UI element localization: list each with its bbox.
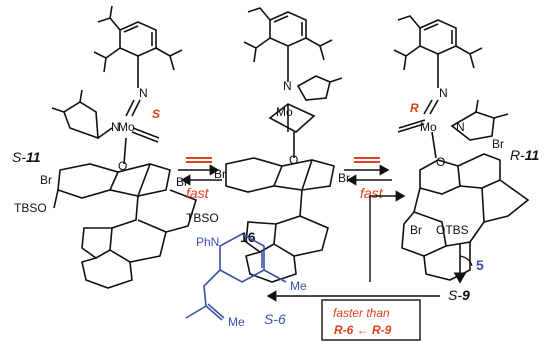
r11-mo-label: Mo	[420, 120, 437, 134]
ethylene-left	[186, 157, 212, 163]
r11-br-right: Br	[492, 137, 504, 151]
s11-br-left: Br	[40, 173, 52, 187]
s9-label: S-9	[448, 287, 470, 303]
s6-compound-label: S-6	[264, 311, 286, 327]
complex-s11	[51, 5, 197, 289]
reagent-5-curve	[459, 255, 473, 267]
faster-than-label: faster than	[333, 306, 390, 320]
equilibrium-arrows-right	[344, 164, 392, 186]
r6-r9-label: R-6 ← R-9	[334, 323, 392, 337]
c16-o-label: O	[289, 153, 298, 167]
fast-label-left: fast	[186, 185, 210, 201]
s11-n-label: N	[139, 86, 148, 100]
s6-me-allyl-label: Me	[228, 315, 245, 329]
recycle-arrow	[369, 190, 406, 282]
fast-label-right: fast	[360, 185, 384, 201]
s6-phn-label: PhN	[196, 235, 219, 249]
s6-me-ring-label: Me	[290, 279, 307, 293]
complex-16	[225, 7, 343, 283]
s11-n-pyrrole-label: N	[111, 120, 120, 134]
r11-br-left: Br	[410, 223, 422, 237]
r11-otbs-label: OTBS	[436, 223, 469, 237]
r11-o-label: O	[436, 155, 445, 169]
s11-compound-label: S-11	[12, 149, 41, 165]
c16-n-label: N	[283, 79, 292, 93]
c16-tbso-label: TBSO	[186, 211, 219, 225]
s11-tbso-label: TBSO	[14, 201, 47, 215]
r11-n-label: N	[439, 86, 448, 100]
reagent-5-label: 5	[476, 257, 484, 273]
c16-mo-label: Mo	[276, 105, 293, 119]
product-s6	[185, 233, 287, 321]
s11-stereo-descriptor: S	[152, 107, 160, 121]
selectivity-box	[321, 299, 421, 341]
c16-br-right: Br	[338, 171, 350, 185]
r11-stereo-descriptor: R	[410, 101, 419, 115]
s11-mo-label: Mo	[118, 120, 135, 134]
r11-compound-label: R-11	[510, 147, 540, 163]
ethylene-right	[354, 157, 380, 163]
r11-n-pyrrole-label: N	[456, 120, 465, 134]
equilibrium-arrows-left	[178, 164, 222, 186]
s11-o-label: O	[118, 159, 127, 173]
complex-r11	[393, 15, 530, 281]
c16-br-left: Br	[214, 167, 226, 181]
